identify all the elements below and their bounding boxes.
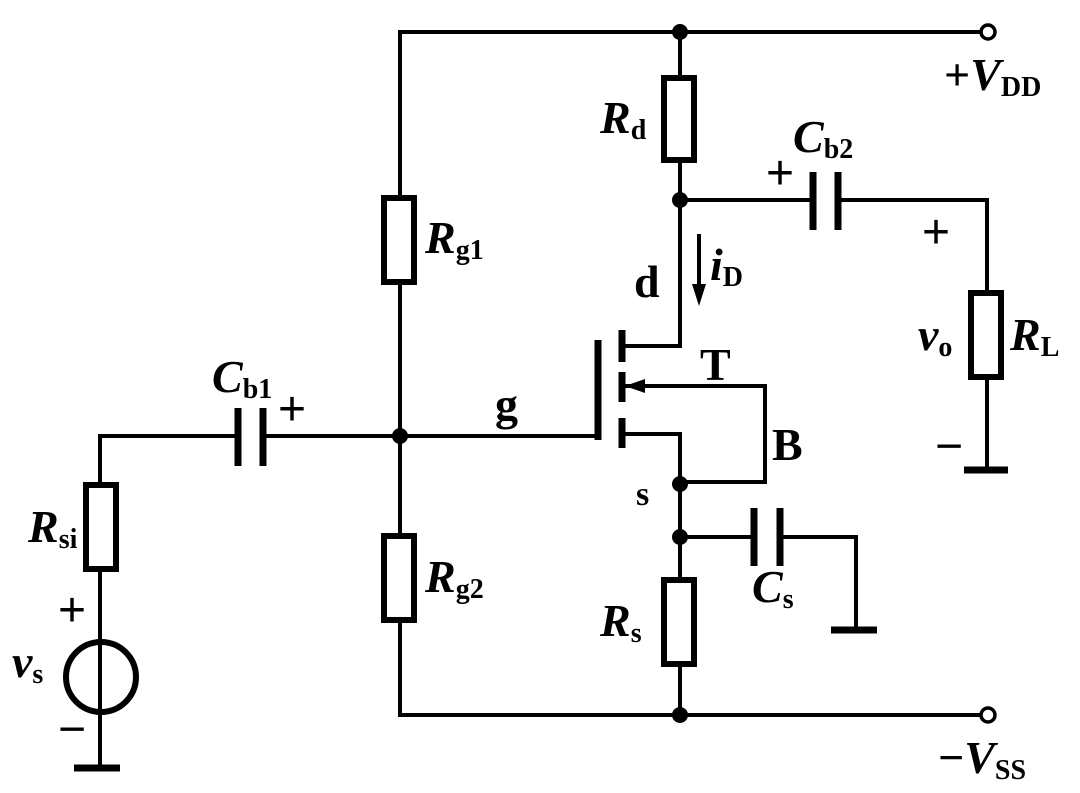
resistor-rg1 <box>381 195 417 285</box>
label-vdd: +VDD <box>944 49 1041 103</box>
label-body: B <box>772 419 803 470</box>
input-wire <box>98 434 239 487</box>
label-cb1: Cb1 <box>212 351 272 405</box>
label-rg2: Rg2 <box>424 551 484 605</box>
label-vs: vs <box>12 636 43 690</box>
label-gate: g <box>495 379 518 430</box>
body-wire <box>623 384 767 484</box>
label-vss: −VSS <box>938 732 1026 786</box>
id-arrow-icon <box>692 234 706 306</box>
voltage-source-vs <box>63 639 139 715</box>
label-vs-minus: − <box>58 703 86 756</box>
resistor-rsi <box>83 482 119 572</box>
label-rd: Rd <box>599 92 647 146</box>
capacitor-cb2 <box>809 172 842 230</box>
label-rs: Rs <box>599 595 642 649</box>
cs-right-wire <box>778 535 858 632</box>
capacitor-cs <box>750 508 784 566</box>
capacitor-cb1 <box>234 408 267 466</box>
terminal-vss <box>979 706 997 724</box>
label-rsi: Rsi <box>27 501 78 555</box>
label-rl: RL <box>1009 309 1059 363</box>
body-arrow-icon <box>625 379 645 393</box>
resistor-rd <box>661 75 697 163</box>
label-drain: d <box>634 256 660 307</box>
resistor-rs <box>661 577 697 667</box>
label-vo-plus: + <box>922 206 950 259</box>
terminal-vdd <box>979 23 997 41</box>
label-vo-minus: − <box>935 420 963 473</box>
label-cb1-plus: + <box>278 383 306 436</box>
label-source: s <box>636 476 649 513</box>
label-transistor: T <box>700 339 731 390</box>
label-cb2: Cb2 <box>793 111 853 165</box>
rl-top-wire <box>838 198 989 294</box>
mosfet-t <box>594 330 626 448</box>
label-rg1: Rg1 <box>424 212 484 266</box>
label-id: iD <box>710 239 743 293</box>
junction-dots <box>392 24 688 723</box>
resistor-rg2 <box>381 533 417 623</box>
label-vs-plus: + <box>58 584 86 637</box>
label-vo: vo <box>918 309 952 363</box>
label-cs: Cs <box>752 561 794 615</box>
label-cb2-plus: + <box>766 147 794 200</box>
resistor-rl <box>968 290 1004 380</box>
